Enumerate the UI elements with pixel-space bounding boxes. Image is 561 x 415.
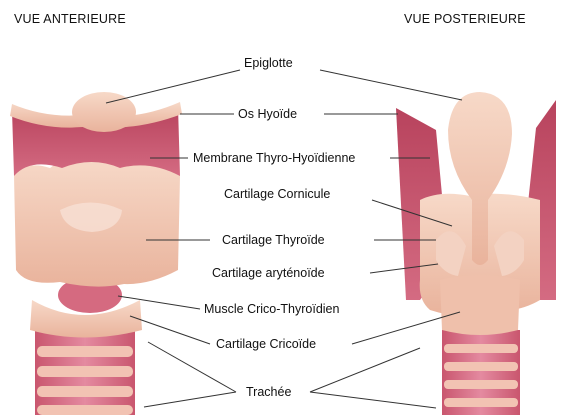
label-cartilage-cornicule: Cartilage Cornicule: [224, 187, 330, 201]
posterior-cricoid: [440, 275, 520, 335]
leader-epiglotte-posterior: [320, 70, 462, 100]
title-anterior-view: VUE ANTERIEURE: [14, 12, 126, 26]
leader-trachee-posterior-1: [310, 348, 420, 392]
label-cartilage-arytenoide: Cartilage aryténoïde: [212, 266, 325, 280]
leader-trachee-posterior-2: [310, 392, 436, 408]
label-cartilage-thyroide: Cartilage Thyroïde: [222, 233, 325, 247]
leader-trachee-anterior-2: [144, 392, 236, 407]
leader-epiglotte-anterior: [106, 70, 240, 103]
label-epiglotte: Epiglotte: [244, 56, 293, 70]
label-muscle-crico-thyroidien: Muscle Crico-Thyroïdien: [204, 302, 339, 316]
label-membrane-thyro-hyoidienne: Membrane Thyro-Hyoïdienne: [193, 151, 355, 165]
label-os-hyoide: Os Hyoïde: [238, 107, 297, 121]
label-cartilage-cricoide: Cartilage Cricoïde: [216, 337, 316, 351]
title-posterior-view: VUE POSTERIEURE: [404, 12, 526, 26]
anterior-larynx: [10, 92, 182, 415]
posterior-larynx: [396, 92, 556, 415]
label-trachee: Trachée: [246, 385, 291, 399]
